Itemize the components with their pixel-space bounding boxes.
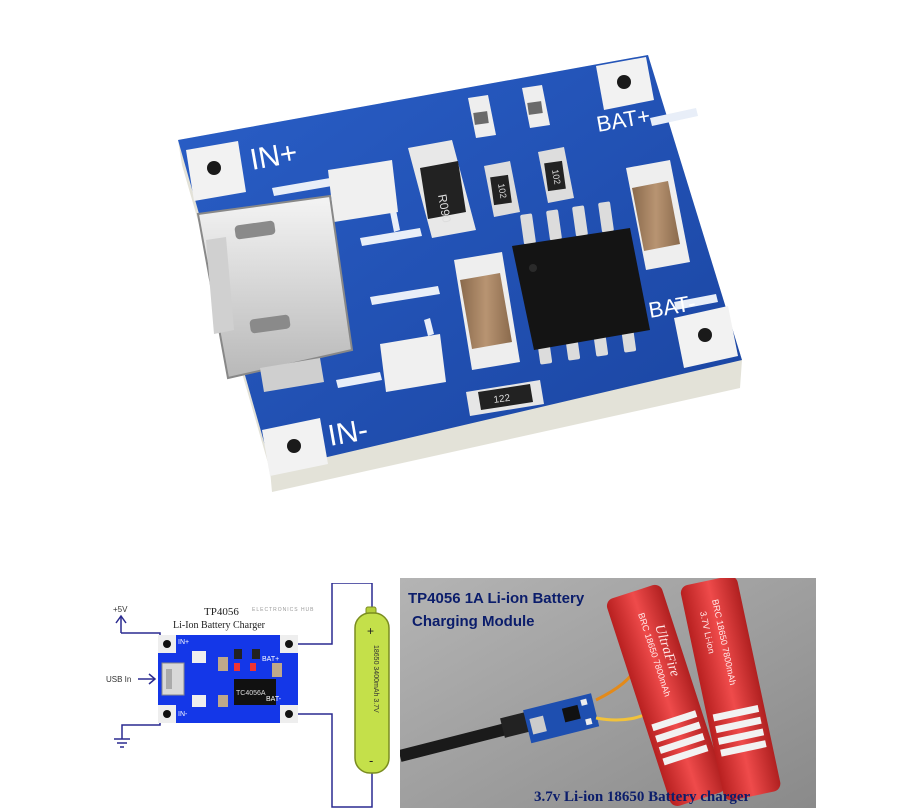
svg-text:122: 122 [493,393,511,406]
micro-usb-connector [196,194,354,392]
pad-label-in-plus: IN+ [178,639,189,646]
capacitor-right [626,160,690,270]
pad-in-plus [186,141,246,201]
charging-module-photo: UltraFire BRC 18650 7800mAh BRC 18650 78… [400,578,816,808]
chip-label: TC4056A [236,690,266,697]
diagram-title: TP4056 [204,606,239,618]
photo-caption: 3.7v Li-ion 18650 Battery charger [534,789,751,805]
svg-text:102: 102 [496,183,508,200]
pad-bat-plus [596,57,654,110]
label-in-minus: IN- [325,413,370,452]
pad-label-bat-plus: BAT+ [262,656,279,663]
battery-minus: - [369,753,373,768]
battery-wires [298,583,373,808]
watermark: ELECTRONICS HUB [252,607,315,613]
ground-icon [114,713,161,748]
resistor-r090: R090 [408,140,476,238]
svg-text:102: 102 [550,169,562,186]
wiring-diagram: +5V USB In TP4056 Li-Ion Battery Charger… [106,583,390,808]
solder-pad [380,334,446,392]
resistor-122: 122 [466,380,544,416]
led-red [468,95,496,138]
resistor-102-a: 102 [484,161,520,217]
ic-chip [512,201,650,365]
pad-label-in-minus: IN- [178,711,188,718]
supply-arrow-icon [115,614,161,645]
supply-label: +5V [113,605,128,614]
usb-cable [400,722,512,762]
battery-cell-right [680,578,781,801]
pad-bat-minus [674,306,738,368]
battery-cell-left [606,584,726,807]
pad-in-minus [262,418,328,476]
solder-pad [328,160,398,222]
resistor-102-b: 102 [538,147,574,203]
led-blue [522,85,550,128]
small-module [523,693,600,744]
module-board [158,635,298,723]
battery-plus: + [367,624,374,638]
usb-arrow-icon [138,673,157,685]
diagram-subtitle: Li-Ion Battery Charger [173,620,266,631]
battery-cell [354,606,390,774]
svg-text:R090: R090 [435,193,454,224]
photo-title-line1: TP4056 1A Li-ion Battery [408,590,585,607]
capacitor-left [454,252,520,370]
charging-module-scene: UltraFire BRC 18650 7800mAh BRC 18650 78… [400,578,816,808]
pad-label-bat-minus: BAT- [266,696,282,703]
tp4056-board-photo: R090 102 102 [178,55,742,492]
label-in-plus: IN+ [247,136,300,177]
usb-label: USB In [106,675,131,684]
battery-label: 18650 3400mAh 3.7V [372,645,379,713]
photo-title-line2: Charging Module [412,613,535,630]
